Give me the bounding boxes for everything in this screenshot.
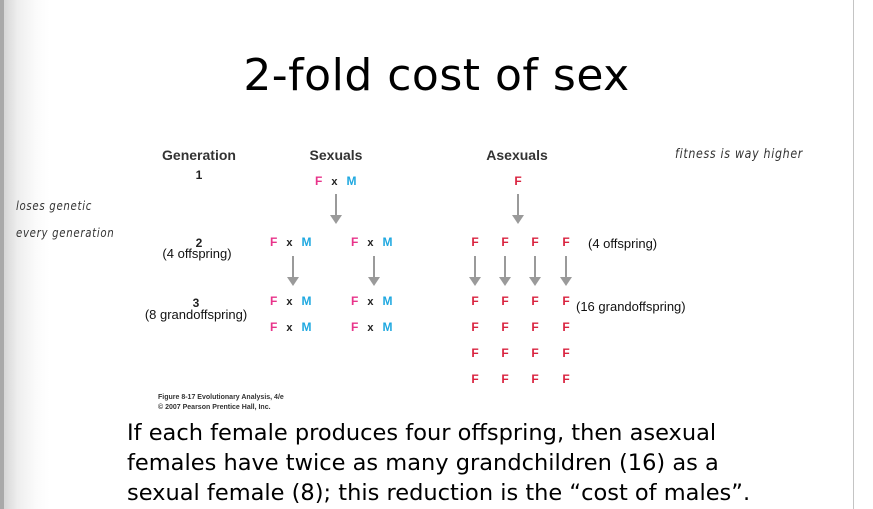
male-symbol: M [382,294,393,308]
female-symbol: F [270,235,278,249]
page-shadow [4,0,50,509]
asexual-female-gen3: F [562,346,570,360]
down-arrow-icon [469,256,481,286]
generation-2-number: 2 [195,236,203,250]
asexual-female-gen3: F [501,346,509,360]
down-arrow-icon [529,256,541,286]
figure-credit-line1: Figure 8-17 Evolutionary Analysis, 4/e [158,394,284,401]
asexual-female-gen3: F [531,346,539,360]
viewer-right-margin [854,0,873,509]
header-sexuals: Sexuals [309,147,363,163]
female-symbol: F [351,294,359,308]
asexual-female-gen3: F [501,294,509,308]
asexual-female-gen3: F [471,320,479,334]
body-line-2: females have twice as many grandchildren… [127,450,719,476]
viewer-left-edge [0,0,4,509]
asexual-female-gen2: F [531,235,539,249]
male-symbol: M [301,320,312,334]
down-arrow-icon [287,256,299,286]
slide-body-text: If each female produces four offspring, … [127,418,847,508]
female-symbol: F [351,235,359,249]
header-asexuals: Asexuals [486,147,548,163]
cross-symbol: x [367,237,374,249]
asexual-gen2-count: (4 offspring) [588,236,658,251]
figure-credit-line2: © 2007 Pearson Prentice Hall, Inc. [158,404,271,411]
annotation-loses-genetic: loses genetic [16,199,92,213]
asexual-female-gen3: F [531,294,539,308]
body-line-3: sexual female (8); this reduction is the… [127,480,751,506]
down-arrow-icon [330,194,342,224]
cross-symbol: x [286,296,293,308]
down-arrow-icon [560,256,572,286]
asexual-gen3-count: (16 grandoffspring) [576,299,686,314]
generation-3-label: (8 grandoffspring) [144,307,248,322]
cross-symbol: x [286,237,293,249]
asexual-female-gen1: F [514,174,522,188]
cross-symbol: x [367,322,374,334]
female-symbol: F [270,320,278,334]
cross-symbol: x [286,322,293,334]
asexual-female-gen3: F [471,372,479,386]
down-arrow-icon [499,256,511,286]
asexual-female-gen3: F [531,372,539,386]
generation-1-number: 1 [195,168,203,182]
asexual-female-gen3: F [501,372,509,386]
male-symbol: M [301,294,312,308]
male-symbol: M [382,235,393,249]
asexual-female-gen3: F [562,372,570,386]
annotation-every-generation: every generation [16,226,115,240]
header-generation: Generation [162,147,236,163]
asexual-female-gen3: F [501,320,509,334]
female-symbol: F [270,294,278,308]
down-arrow-icon [368,256,380,286]
body-line-1: If each female produces four offspring, … [127,420,717,446]
male-symbol: M [346,174,357,188]
female-symbol: F [315,174,323,188]
asexual-female-gen3: F [562,320,570,334]
asexual-female-gen3: F [471,346,479,360]
asexual-female-gen2: F [562,235,570,249]
annotation-fitness-higher: fitness is way higher [675,147,804,162]
generation-3-number: 3 [192,296,200,310]
asexual-female-gen3: F [531,320,539,334]
generation-2-label: (4 offspring) [162,246,232,261]
asexual-female-gen3: F [562,294,570,308]
cross-symbol: x [367,296,374,308]
down-arrow-icon [512,194,524,224]
cross-symbol: x [331,176,338,188]
male-symbol: M [382,320,393,334]
male-symbol: M [301,235,312,249]
asexual-female-gen2: F [501,235,509,249]
female-symbol: F [351,320,359,334]
slide-title: 2-fold cost of sex [243,50,630,101]
asexual-female-gen3: F [471,294,479,308]
asexual-female-gen2: F [471,235,479,249]
page-right-border [853,0,854,509]
